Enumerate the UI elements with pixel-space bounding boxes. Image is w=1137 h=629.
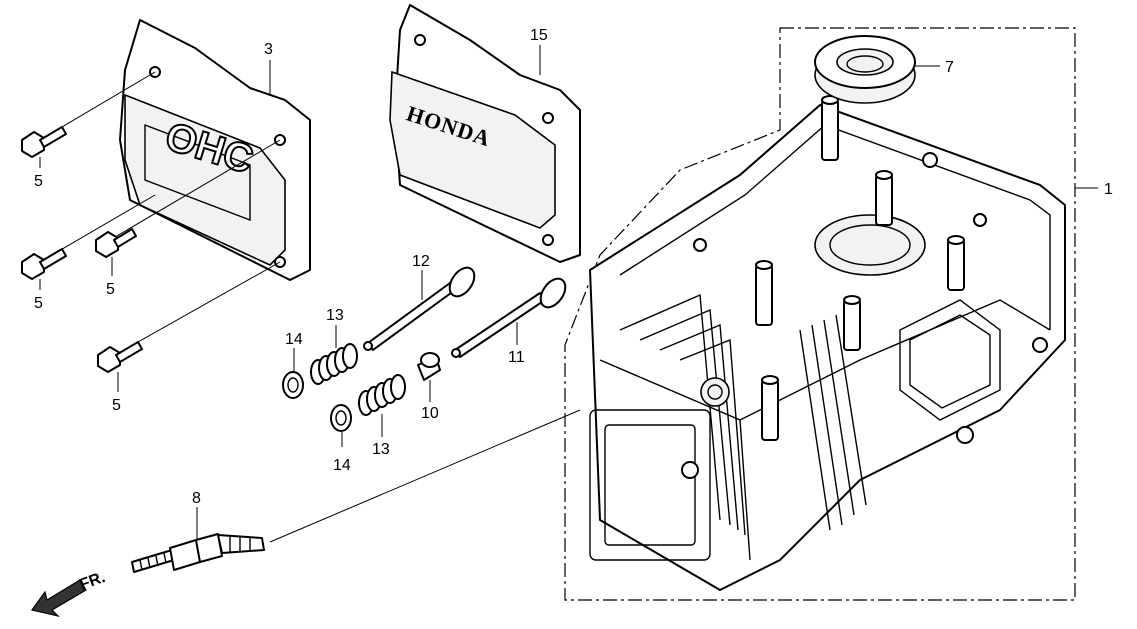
valve-stem-seal	[417, 352, 441, 381]
callout-14-upper: 14	[285, 331, 303, 348]
callout-5-middle-left: 5	[34, 295, 43, 312]
bolt-middle-left	[21, 194, 156, 280]
callout-14-lower: 14	[333, 457, 351, 474]
head-cover-ohc: OHC	[119, 19, 311, 281]
valve-spring-lower	[358, 374, 406, 416]
bolt-middle-right	[95, 139, 281, 258]
callout-5-lower: 5	[112, 397, 121, 414]
spring-retainer-lower	[330, 404, 352, 432]
callout-5-upper: 5	[34, 173, 43, 190]
valve-lower	[451, 277, 567, 358]
callout-13-lower: 13	[372, 441, 390, 458]
valve-upper	[363, 266, 476, 351]
valve-spring-upper	[310, 343, 358, 385]
callout-10: 10	[421, 405, 439, 422]
callout-3: 3	[264, 41, 273, 58]
bolt-upper	[21, 71, 156, 158]
callout-8: 8	[192, 490, 201, 507]
callout-5-middle-right: 5	[106, 281, 115, 298]
bolt-lower	[97, 261, 281, 373]
cylinder-head	[589, 95, 1066, 591]
callout-13-upper: 13	[326, 307, 344, 324]
spring-retainer-upper	[282, 371, 304, 399]
spark-plug	[131, 409, 581, 573]
head-cover-honda: HONDA	[389, 4, 581, 263]
callout-1: 1	[1104, 181, 1113, 198]
head-assembly-boundary	[564, 27, 1076, 601]
oil-seal	[814, 35, 916, 104]
leader-lines	[39, 45, 1098, 447]
front-direction-arrow-icon	[30, 579, 87, 618]
callout-12: 12	[412, 253, 430, 270]
callout-15: 15	[530, 27, 548, 44]
callout-11: 11	[508, 349, 525, 366]
front-direction-label: FR.	[78, 569, 108, 594]
callout-7: 7	[945, 59, 954, 76]
